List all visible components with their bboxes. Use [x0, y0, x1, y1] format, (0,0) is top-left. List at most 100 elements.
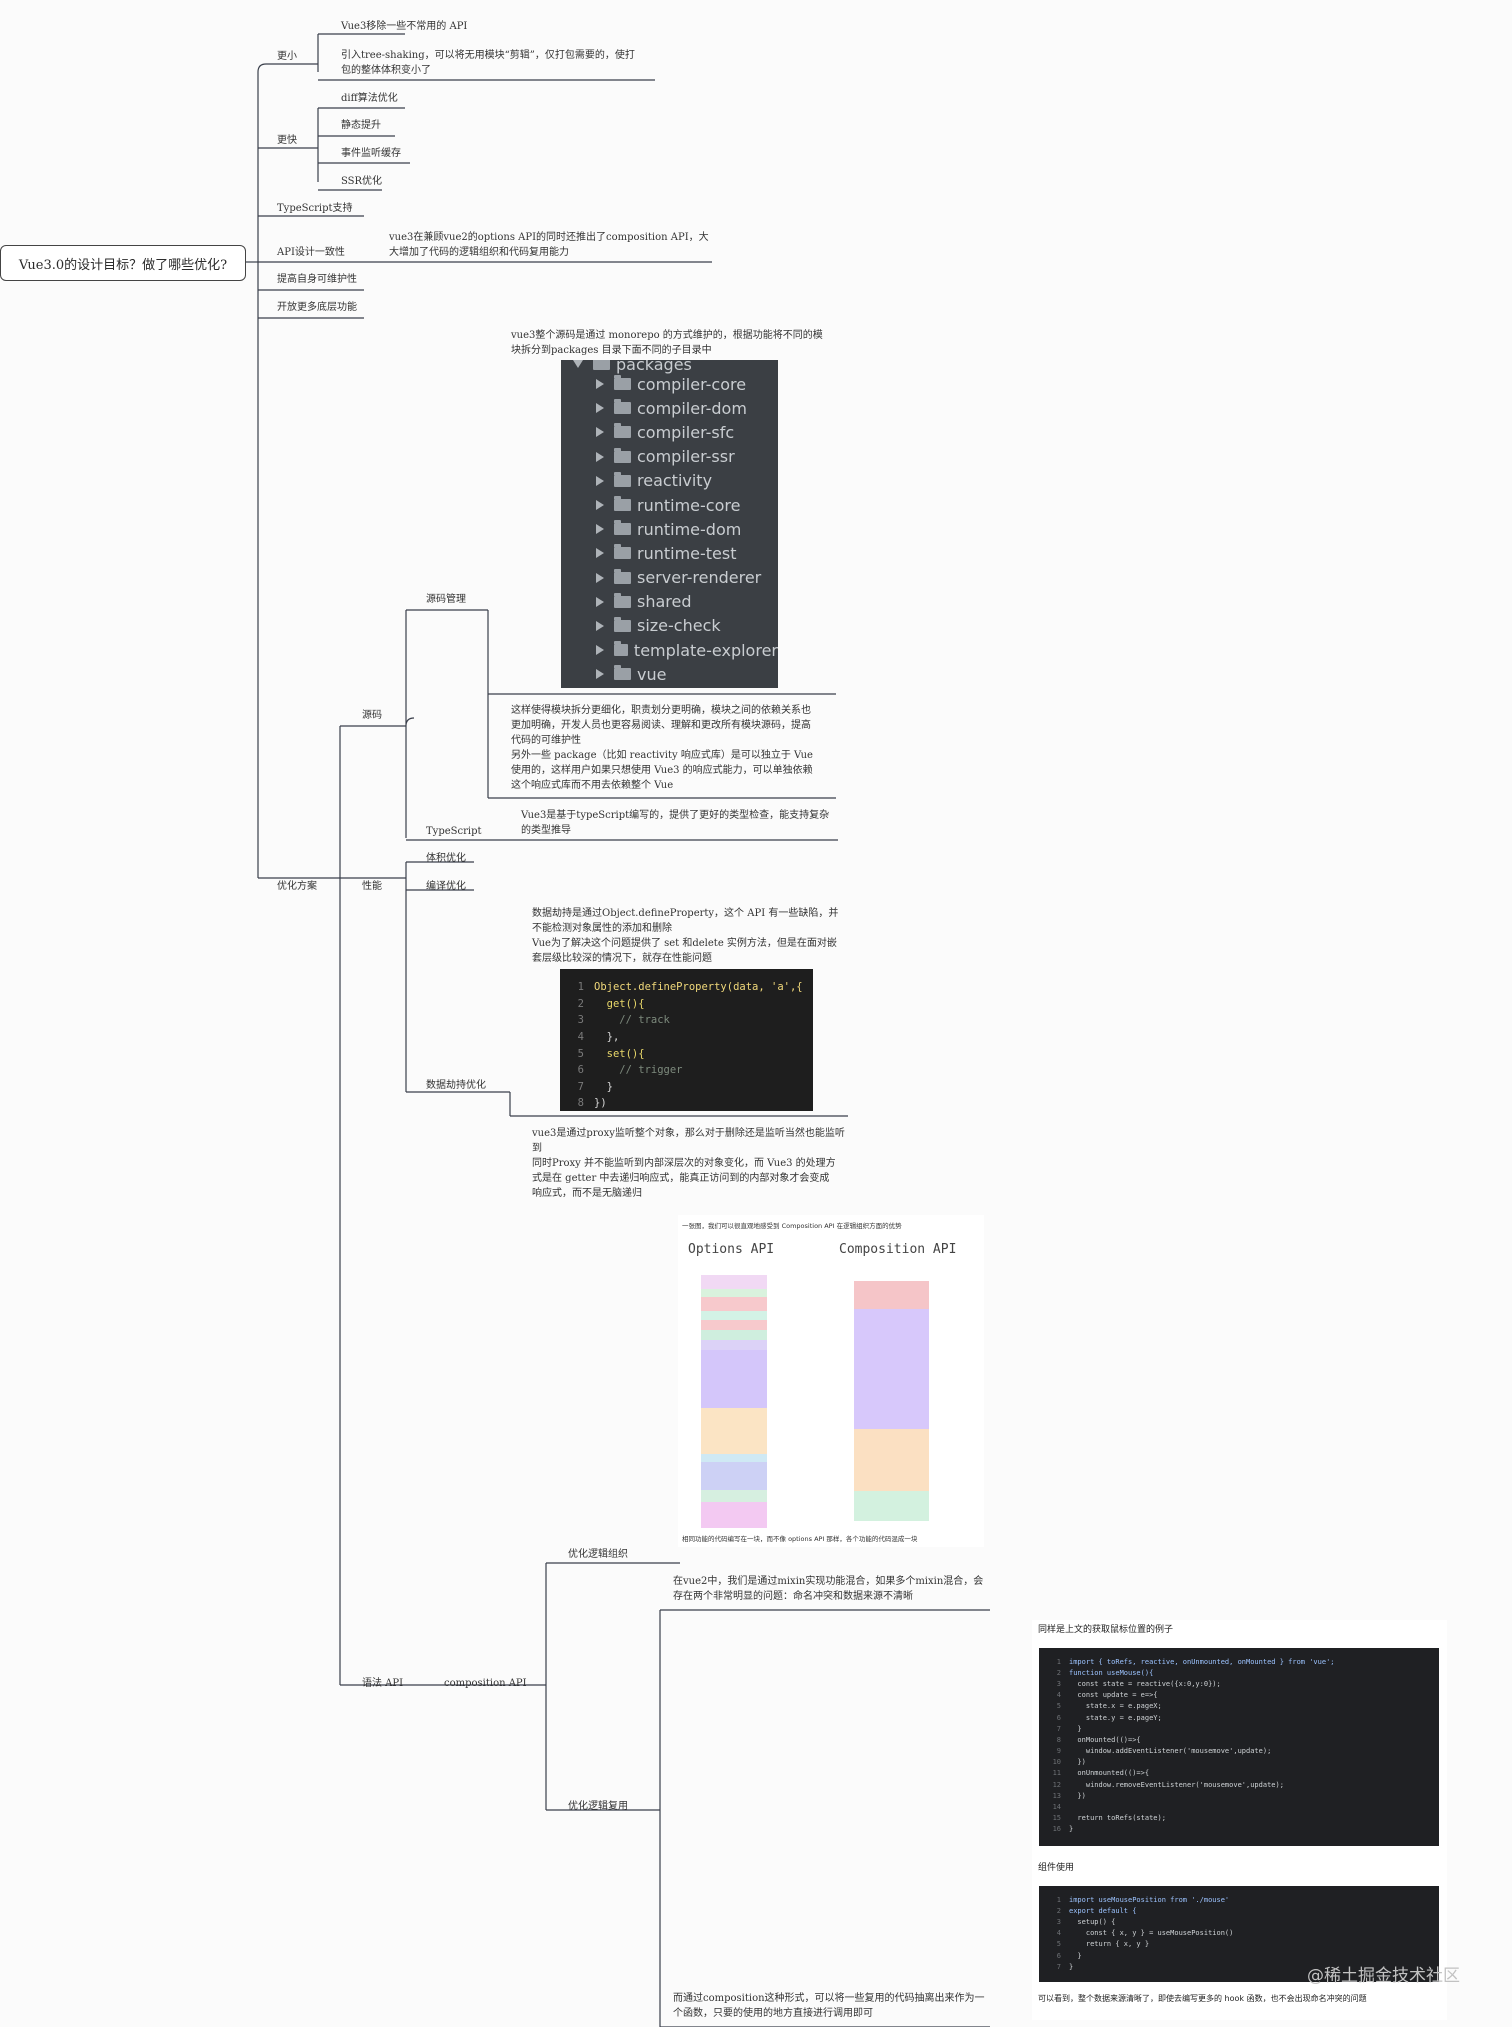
- line-number: 3: [577, 1014, 584, 1027]
- node-plan[interactable]: 优化方案: [277, 881, 317, 892]
- line-number: 3: [1056, 1679, 1061, 1688]
- tree-folder-item[interactable]: vue: [561, 662, 778, 686]
- node-typescript-support[interactable]: TypeScript支持: [277, 203, 353, 214]
- folder-icon: [614, 616, 631, 632]
- folder-icon: [614, 520, 631, 536]
- tree-folder-label: runtime-dom: [637, 519, 742, 539]
- line-number: 6: [1056, 1951, 1061, 1960]
- mgmt-intro-2: 块拆分到packages 目录下面不同的子目录中: [511, 345, 712, 356]
- code-line: 6 }: [1039, 1950, 1439, 1961]
- org-caption-bottom: 相同功能的代码编写在一块，而不像 options API 那样，各个功能的代码混…: [682, 1535, 918, 1543]
- code-line: 4 const update = e=>{: [1039, 1690, 1439, 1701]
- mgmt-intro-1: vue3整个源码是通过 monorepo 的方式维护的，根据功能将不同的模: [511, 330, 823, 341]
- folder-icon: [614, 641, 628, 657]
- tree-folder-item[interactable]: compiler-sfc: [561, 420, 778, 444]
- node-logic-organization[interactable]: 优化逻辑组织: [568, 1549, 628, 1560]
- line-number: 6: [577, 1064, 584, 1077]
- node-maintainability[interactable]: 提高自身可维护性: [277, 274, 357, 285]
- tree-folder-item[interactable]: template-explorer: [561, 638, 778, 662]
- composition-api-strip: [854, 1281, 929, 1521]
- line-number: 3: [1056, 1917, 1061, 1926]
- tree-folder-item[interactable]: server-renderer: [561, 566, 778, 590]
- code-text: import useMousePosition from './mouse': [1069, 1895, 1230, 1904]
- line-number: 16: [1052, 1825, 1061, 1834]
- collapse-arrow-icon: [596, 548, 604, 559]
- tree-folder-item[interactable]: compiler-ssr: [561, 445, 778, 469]
- code-text: }): [1069, 1791, 1086, 1800]
- tree-root-folder: packages: [616, 360, 692, 374]
- code-line: 3 setup() {: [1039, 1916, 1439, 1927]
- tree-folder-label: compiler-ssr: [637, 447, 735, 467]
- tree-folder-item[interactable]: runtime-test: [561, 541, 778, 565]
- code-line: 7}: [1039, 1961, 1439, 1972]
- tree-folder-label: shared: [637, 592, 692, 612]
- faster-item-2: 静态提升: [341, 120, 381, 131]
- tree-folder-item[interactable]: shared: [561, 590, 778, 614]
- node-lowlevel[interactable]: 开放更多底层功能: [277, 302, 357, 313]
- node-smaller[interactable]: 更小: [277, 51, 297, 62]
- tree-folder-item[interactable]: compiler-dom: [561, 396, 778, 420]
- code-line: 8}): [560, 1095, 813, 1112]
- node-source[interactable]: 源码: [362, 710, 382, 721]
- node-syntax-api[interactable]: 语法 API: [362, 1678, 404, 1689]
- code-text: get(){: [594, 997, 645, 1010]
- tree-folder-label: size-check: [637, 616, 721, 636]
- node-composition-api[interactable]: composition API: [444, 1678, 527, 1689]
- line-number: 4: [1056, 1929, 1061, 1938]
- folder-icon: [614, 423, 631, 439]
- reuse-desc-top: 在vue2中，我们是通过mixin实现功能混合，如果多个mixin混合，会 存在…: [673, 1576, 984, 1602]
- node-api-consistency[interactable]: API设计一致性: [277, 247, 345, 258]
- code-line: 7 }: [1039, 1723, 1439, 1734]
- folder-icon: [614, 471, 631, 487]
- line-number: 4: [577, 1031, 584, 1044]
- code-line: 9 window.addEventListener('mousemove',up…: [1039, 1746, 1439, 1757]
- folder-icon: [614, 375, 631, 391]
- code-text: }: [594, 1080, 613, 1093]
- node-data-hijack[interactable]: 数据劫持优化: [426, 1080, 486, 1091]
- tree-folder-item[interactable]: runtime-dom: [561, 517, 778, 541]
- folder-icon: [614, 496, 631, 512]
- code-line: 3 // track: [560, 1012, 813, 1029]
- collapse-arrow-icon: [596, 451, 604, 462]
- node-size-opt[interactable]: 体积优化: [426, 853, 466, 864]
- code-line: 6 state.y = e.pageY;: [1039, 1712, 1439, 1723]
- code-line: 5 state.x = e.pageX;: [1039, 1701, 1439, 1712]
- line-number: 14: [1052, 1803, 1061, 1812]
- api-desc-2: 大增加了代码的逻辑组织和代码复用能力: [389, 247, 569, 258]
- tree-folder-item[interactable]: size-check: [561, 614, 778, 638]
- code-line: 7 }: [560, 1079, 813, 1096]
- node-logic-reuse[interactable]: 优化逻辑复用: [568, 1801, 628, 1812]
- line-number: 9: [1056, 1747, 1061, 1756]
- line-number: 1: [577, 981, 584, 994]
- node-faster[interactable]: 更快: [277, 135, 297, 146]
- node-source-mgmt[interactable]: 源码管理: [426, 594, 466, 605]
- collapse-arrow-icon: [596, 475, 604, 486]
- tree-folder-label: runtime-core: [637, 495, 741, 515]
- code-text: }): [1069, 1758, 1086, 1767]
- tree-folder-item[interactable]: reactivity: [561, 469, 778, 493]
- line-number: 5: [577, 1047, 584, 1060]
- tree-folder-item[interactable]: compiler-core: [561, 372, 778, 396]
- code-line: 15 return toRefs(state);: [1039, 1813, 1439, 1824]
- node-performance[interactable]: 性能: [362, 881, 382, 892]
- source-ts-desc: Vue3是基于typeScript编写的，提供了更好的类型检查，能支持复杂 的类…: [521, 810, 830, 836]
- code-text: }: [1069, 1825, 1074, 1834]
- org-caption-top: 一张图，我们可以很直观地感受到 Composition API 在逻辑组织方面的…: [682, 1222, 902, 1230]
- code-line: 12 window.removeEventListener('mousemove…: [1039, 1779, 1439, 1790]
- tree-folder-label: compiler-dom: [637, 398, 747, 418]
- node-source-typescript[interactable]: TypeScript: [426, 826, 482, 837]
- tree-folder-item[interactable]: runtime-core: [561, 493, 778, 517]
- line-number: 1: [1056, 1657, 1061, 1666]
- tree-folder-label: server-renderer: [637, 568, 762, 588]
- line-number: 6: [1056, 1713, 1061, 1722]
- node-compile-opt[interactable]: 编译优化: [426, 881, 466, 892]
- root-node[interactable]: Vue3.0的设计目标？做了哪些优化?: [0, 245, 246, 281]
- code-line: 2 get(){: [560, 996, 813, 1013]
- code-text: },: [594, 1031, 620, 1044]
- collapse-arrow-icon: [596, 620, 604, 631]
